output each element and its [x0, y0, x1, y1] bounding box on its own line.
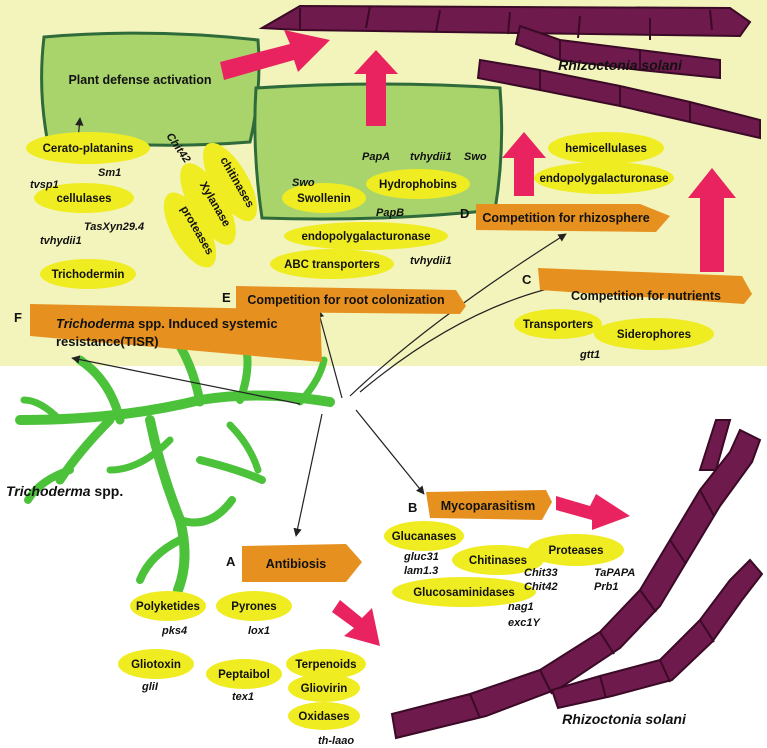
gene-lam1-3: lam1.3 — [404, 565, 438, 577]
rhizoctonia-label-top: Rhizoctonia solani — [558, 57, 683, 73]
gene-glii: gliI — [141, 681, 159, 693]
gene-tvhydii1-mid: tvhydii1 — [410, 255, 452, 267]
gene-tapapa: TaPAPA — [594, 567, 635, 579]
compound-proteases: Proteases — [549, 545, 604, 557]
gene-pks4: pks4 — [161, 625, 187, 637]
mechanism-f-letter: F — [14, 310, 22, 325]
gene-exc1y: exc1Y — [508, 617, 541, 629]
pink-arrow-rhizosphere — [502, 132, 546, 196]
compound-pyrones: Pyrones — [231, 601, 276, 613]
gene-tvhydii1-left: tvhydii1 — [40, 235, 82, 247]
mechanism-box-e — [236, 286, 466, 314]
gene-gluc31: gluc31 — [403, 551, 439, 563]
compound-terpenoids: Terpenoids — [295, 659, 356, 671]
mechanism-d-letter: D — [460, 206, 469, 221]
mechanism-f-label-line2: resistance(TISR) — [56, 334, 159, 349]
gene-lox1: lox1 — [248, 625, 270, 637]
mechanism-box-a — [242, 544, 362, 582]
compound-peptaibol: Peptaibol — [218, 669, 270, 681]
mechanism-f-label: Trichoderma spp. Induced systemic — [56, 316, 278, 331]
mechanism-c-letter: C — [522, 272, 532, 287]
compound-polyketides: Polyketides — [136, 601, 200, 613]
mechanism-box-d — [476, 204, 670, 232]
compound-glucosaminidases: Glucosaminidases — [413, 587, 515, 599]
mechanism-a-label: Antibiosis — [266, 557, 326, 571]
compound-hydrophobins: Hydrophobins — [379, 179, 457, 191]
pink-arrow-cell — [354, 50, 398, 126]
gene-papb: PapB — [376, 207, 404, 219]
rhizoctonia-label-bottom: Rhizoctonia solani — [562, 711, 687, 727]
mechanism-c-label: Competition for nutrients — [571, 289, 721, 303]
compound-transporters: Transporters — [523, 319, 593, 331]
compound-cellulases: cellulases — [57, 193, 112, 205]
gene-tasxyn29-4: TasXyn29.4 — [84, 221, 144, 233]
compound-chitinases: Chitinases — [469, 555, 527, 567]
trichoderma-label: Trichoderma spp. — [6, 483, 123, 499]
rhizoctonia-hypha-bottom-branch — [550, 558, 764, 710]
mechanism-e-letter: E — [222, 290, 231, 305]
pink-arrow-nutrients — [688, 168, 736, 272]
compound-ellipses — [26, 132, 714, 730]
compound-trichodermin: Trichodermin — [52, 269, 125, 281]
mechanism-b-letter: B — [408, 500, 417, 515]
gene-prb1: Prb1 — [594, 581, 618, 593]
rhizoctonia-hypha-top — [258, 4, 752, 40]
gene-sm1: Sm1 — [98, 167, 121, 179]
gene-papa: PapA — [362, 151, 390, 163]
trichoderma-mycelium — [15, 315, 335, 595]
compound-glucanases: Glucanases — [392, 531, 457, 543]
compound-gliotoxin: Gliotoxin — [131, 659, 181, 671]
compound-siderophores: Siderophores — [617, 329, 691, 341]
pink-arrow-antibiosis — [332, 600, 380, 646]
gene-swo-cell: Swo — [464, 151, 487, 163]
mechanism-e-label: Competition for root colonization — [247, 293, 444, 307]
gene-tvsp1: tvsp1 — [30, 179, 59, 191]
gene-tex1: tex1 — [232, 691, 254, 703]
mechanism-box-c — [538, 268, 752, 304]
compound-cerato-platanins: Cerato-platanins — [43, 143, 134, 155]
compound-gliovirin: Gliovirin — [301, 683, 348, 695]
rhizoctonia-hypha-vertical — [698, 419, 732, 471]
compound-oxidases: Oxidases — [298, 711, 349, 723]
rhizoctonia-hypha-top-lower — [514, 24, 721, 80]
gene-chit42: Chit42 — [524, 581, 558, 593]
mechanism-d-label: Competition for rhizosphere — [482, 211, 649, 225]
gene-th-laao: th-laao — [318, 735, 354, 747]
compound-hemicellulases: hemicellulases — [565, 143, 647, 155]
gene-gtt1: gtt1 — [579, 349, 600, 361]
plant-defense-label: Plant defense activation — [68, 73, 211, 87]
compound-swollenin: Swollenin — [297, 193, 351, 205]
connector-arrows — [71, 117, 581, 537]
pink-arrow-defense — [220, 30, 330, 80]
pink-arrow-mycoparasitism — [556, 494, 630, 530]
gene-tvhydii1-cell: tvhydii1 — [410, 151, 452, 163]
compound-abc-transporters: ABC transporters — [284, 259, 380, 271]
mechanism-b-label: Mycoparasitism — [441, 499, 535, 513]
mechanism-a-letter: A — [226, 554, 236, 569]
compound-endopg-mid: endopolygalacturonase — [301, 231, 430, 243]
mechanism-box-b — [426, 490, 552, 520]
gene-nag1: nag1 — [508, 601, 534, 613]
gene-swo: Swo — [292, 177, 315, 189]
rhizoctonia-hypha-top-branch — [476, 58, 761, 140]
compound-endopg-right: endopolygalacturonase — [539, 173, 668, 185]
plant-cell-left — [40, 31, 261, 147]
mechanism-box-f — [30, 304, 322, 362]
gene-chit33: Chit33 — [524, 567, 558, 579]
